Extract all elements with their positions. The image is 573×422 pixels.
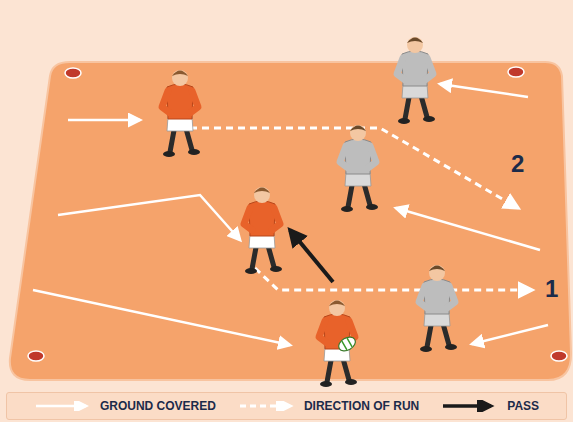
ground-covered-sample <box>34 401 94 411</box>
legend-item: DIRECTION OF RUN <box>238 399 419 413</box>
legend-text: PASS <box>507 399 539 413</box>
legend-text: GROUND COVERED <box>100 399 216 413</box>
legend-item: GROUND COVERED <box>34 399 216 413</box>
legend-item: PASS <box>441 399 539 413</box>
callout-number: 2 <box>511 152 524 176</box>
legend: GROUND COVERED DIRECTION OF RUN PASS <box>6 392 567 420</box>
legend-text: DIRECTION OF RUN <box>304 399 419 413</box>
pass-sample <box>441 400 501 412</box>
direction-of-run-sample <box>238 401 298 411</box>
callout-number: 1 <box>545 277 558 301</box>
